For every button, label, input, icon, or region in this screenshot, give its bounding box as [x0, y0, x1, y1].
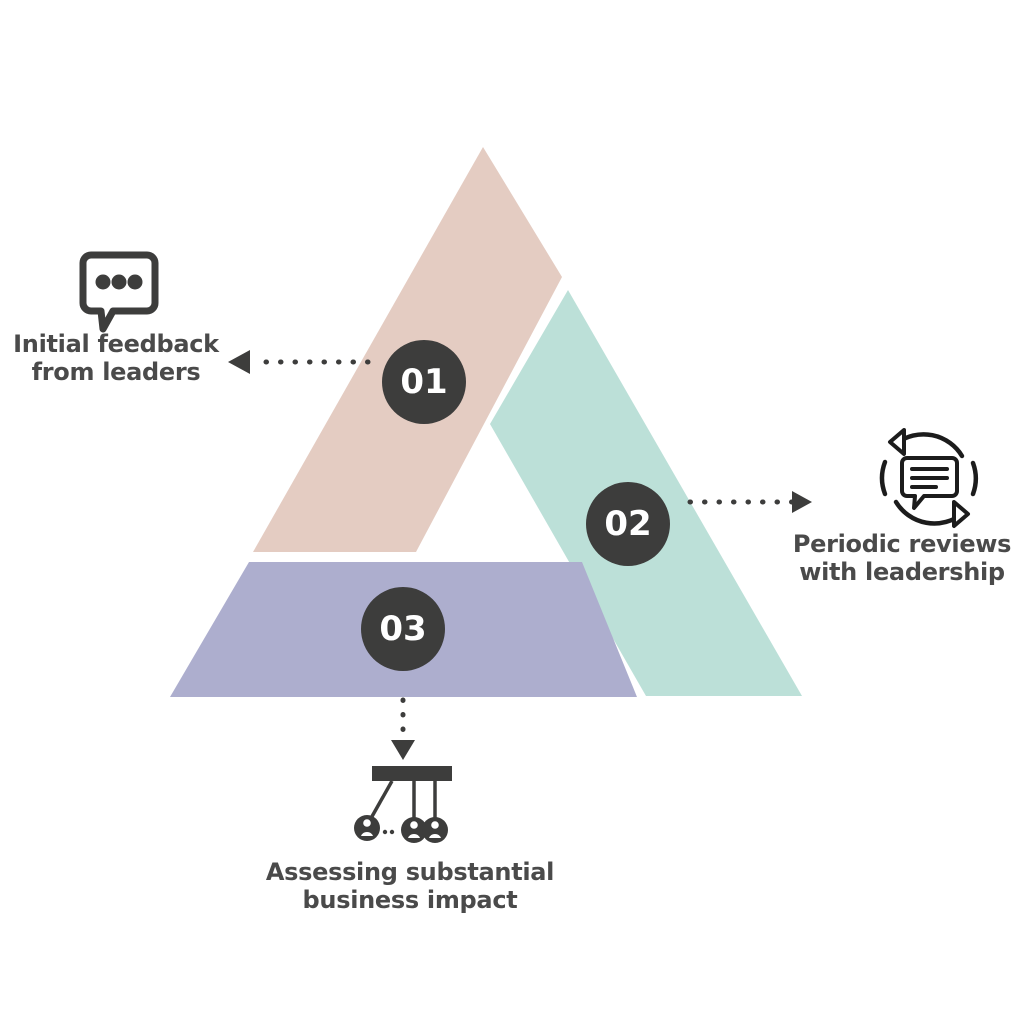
badge-01-number: 01: [400, 362, 447, 402]
arrowhead-right-02: [792, 491, 812, 513]
connector-step-03: [391, 697, 415, 760]
badge-01[interactable]: 01: [382, 340, 466, 424]
connector-step-02: [687, 491, 812, 513]
badge-01-circle: [382, 340, 466, 424]
badge-02[interactable]: 02: [586, 482, 670, 566]
badge-03-circle: [361, 587, 445, 671]
badge-02-number: 02: [604, 504, 651, 544]
badge-03-number: 03: [379, 609, 426, 649]
newtons-cradle-people-icon: [354, 766, 452, 843]
refresh-cycle-chat-icon: [879, 428, 978, 528]
step-01-label: Initial feedback from leaders: [13, 330, 219, 387]
badge-03[interactable]: 03: [361, 587, 445, 671]
badge-02-circle: [586, 482, 670, 566]
arrowhead-left-01: [228, 350, 250, 374]
step-03-label: Assessing substantial business impact: [265, 858, 555, 915]
connector-step-01: [228, 350, 371, 374]
step-02-label: Periodic reviews with leadership: [792, 530, 1012, 587]
arrowhead-down-03: [391, 740, 415, 760]
speech-bubble-ellipsis-icon: [79, 251, 159, 333]
